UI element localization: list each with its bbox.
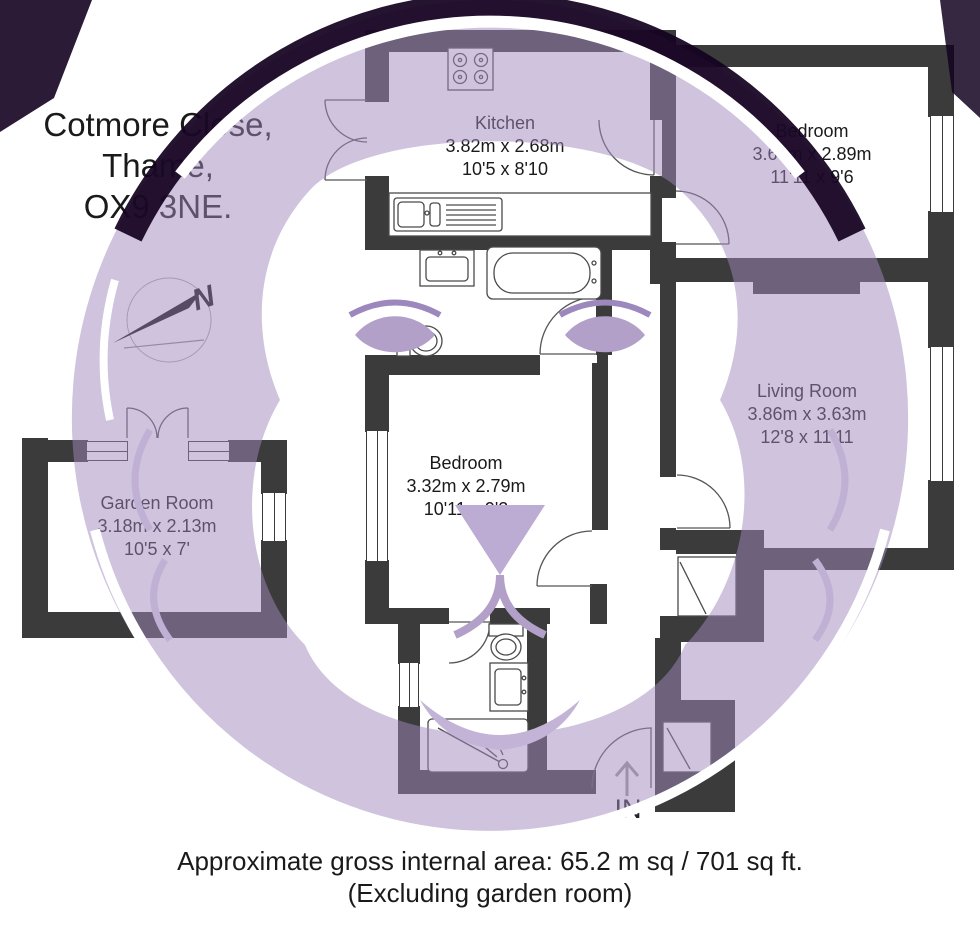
- room-label-bedroom-top: Bedroom 3.64m x 2.89m 11'11 x 9'6: [697, 120, 927, 189]
- room-label-garden-room: Garden Room 3.18m x 2.13m 10'5 x 7': [42, 492, 272, 561]
- room-name: Bedroom: [775, 121, 849, 141]
- room-imperial: 12'8 x 11'11: [760, 427, 854, 447]
- room-imperial: 10'5 x 8'10: [462, 159, 548, 179]
- room-name: Kitchen: [474, 113, 536, 133]
- compass-icon: N: [113, 277, 220, 363]
- toilet-icon: [488, 623, 524, 661]
- hob-icon: [447, 47, 494, 91]
- room-imperial: 10'11 x 9'2: [423, 499, 509, 519]
- basin-icon: [419, 249, 475, 287]
- page-title: Cotmore Close, Thame, OX9 3NE.: [8, 104, 308, 227]
- toilet-icon: [396, 325, 443, 357]
- entrance-label: IN: [614, 794, 642, 824]
- room-name: Bedroom: [429, 453, 503, 473]
- room-metric: 3.82m x 2.68m: [445, 136, 565, 156]
- room-metric: 3.86m x 3.63m: [747, 404, 867, 424]
- bath-icon: [486, 246, 602, 300]
- room-metric: 3.18m x 2.13m: [97, 516, 217, 536]
- area-statement: Approximate gross internal area: 65.2 m …: [0, 845, 980, 909]
- title-line: OX9 3NE.: [83, 188, 233, 225]
- title-line: Cotmore Close,: [43, 106, 273, 143]
- area-line1: Approximate gross internal area: 65.2 m …: [177, 846, 803, 876]
- room-imperial: 11'11 x 9'6: [770, 167, 854, 187]
- room-label-kitchen: Kitchen 3.82m x 2.68m 10'5 x 8'10: [390, 112, 620, 181]
- area-line2: (Excluding garden room): [347, 878, 633, 908]
- room-label-living-room: Living Room 3.86m x 3.63m 12'8 x 11'11: [692, 380, 922, 449]
- basin-icon: [489, 662, 529, 712]
- shower-icon: [427, 718, 529, 773]
- room-name: Living Room: [756, 381, 858, 401]
- room-metric: 3.64m x 2.89m: [752, 144, 872, 164]
- storage-cupboard: [662, 556, 737, 773]
- wall-segment: [928, 282, 954, 348]
- kitchen-sink-icon: [388, 192, 652, 237]
- wall-segment: [22, 438, 48, 616]
- room-imperial: 10'5 x 7': [124, 539, 190, 559]
- room-label-bedroom-middle: Bedroom 3.32m x 2.79m 10'11 x 9'2: [351, 452, 581, 521]
- window: [930, 346, 954, 482]
- room-metric: 3.32m x 2.79m: [406, 476, 526, 496]
- entrance-arrow-icon: [614, 760, 640, 796]
- wall-segment: [22, 440, 88, 462]
- room-name: Garden Room: [100, 493, 214, 513]
- title-line: Thame,: [102, 147, 214, 184]
